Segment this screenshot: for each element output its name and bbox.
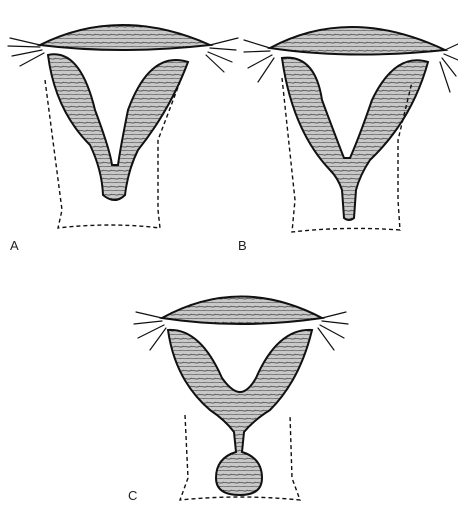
bladder-b <box>270 27 445 55</box>
panel-label-a: A <box>10 238 19 253</box>
panel-c: C <box>128 297 348 504</box>
panel-b: B <box>238 27 458 253</box>
bladder-c <box>162 297 322 325</box>
organ-b <box>282 58 428 220</box>
panel-a: A <box>8 25 238 253</box>
organ-a <box>48 54 188 200</box>
panel-label-c: C <box>128 488 137 503</box>
organ-c <box>168 330 312 495</box>
bladder-a <box>40 25 210 50</box>
panel-label-b: B <box>238 238 247 253</box>
